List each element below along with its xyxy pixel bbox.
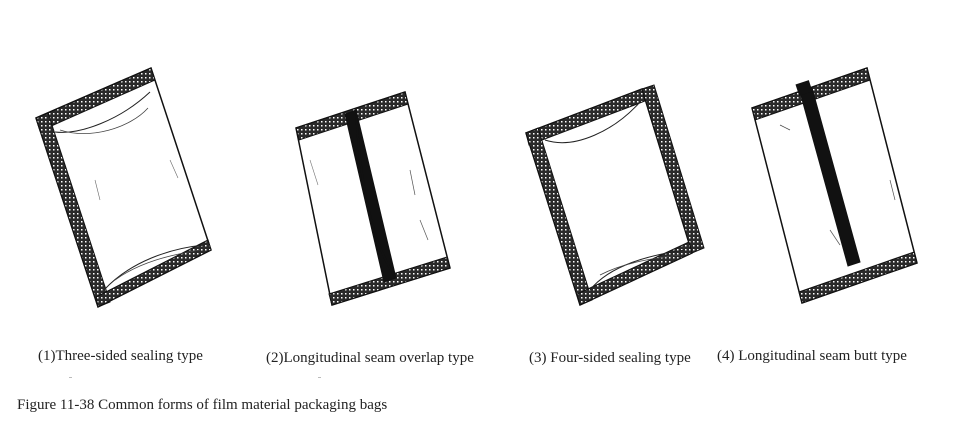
label-bag-1: (1)Three-sided sealing type <box>38 348 203 364</box>
bag-three-sided <box>35 66 212 309</box>
label-bag-2: (2)Longitudinal seam overlap type <box>266 350 474 366</box>
bag-four-sided <box>525 84 705 307</box>
bag-longitudinal-butt <box>751 67 918 304</box>
figure-caption: Figure 11-38 Common forms of film materi… <box>17 397 388 413</box>
label-bag-4: (4) Longitudinal seam butt type <box>717 348 907 364</box>
bag-longitudinal-overlap <box>295 91 451 306</box>
divider-mark <box>318 377 321 378</box>
divider-mark <box>69 377 72 378</box>
label-bag-3: (3) Four-sided sealing type <box>529 350 691 366</box>
